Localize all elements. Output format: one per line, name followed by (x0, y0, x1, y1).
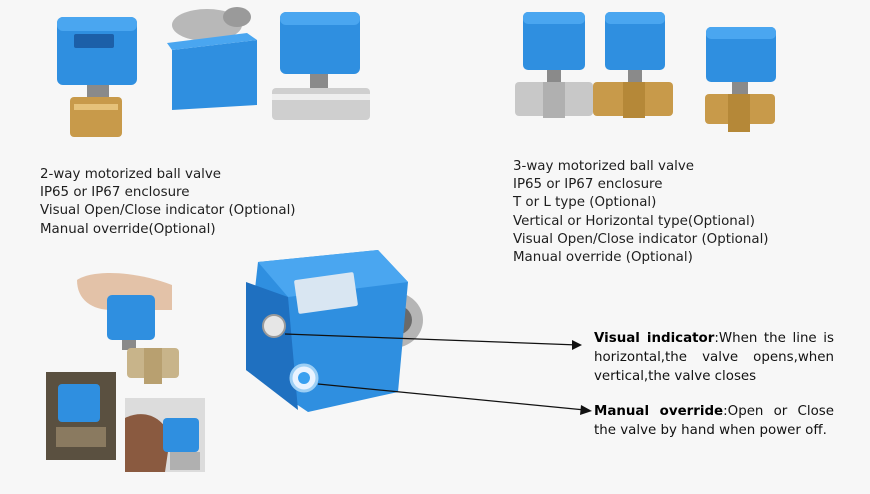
two-way-description: 2-way motorized ball valve IP65 or IP67 … (40, 166, 296, 239)
hand-valve-photo-3 (125, 398, 205, 472)
two-way-valve-photo-1 (57, 17, 137, 137)
visual-indicator-callout: Visual indicator:When the line is horizo… (594, 329, 834, 386)
arrow-head-visual (572, 340, 582, 350)
two-way-valve-photo-3 (272, 12, 370, 120)
three-way-description: 3-way motorized ball valve IP65 or IP67 … (513, 158, 769, 267)
three-way-line-2: IP65 or IP67 enclosure (513, 177, 663, 193)
three-way-line-3: T or L type (Optional) (513, 195, 657, 211)
two-way-line-3: Visual Open/Close indicator (Optional) (40, 203, 296, 219)
three-way-line-1: 3-way motorized ball valve (513, 159, 695, 174)
three-way-line-5: Visual Open/Close indicator (Optional) (513, 231, 769, 247)
manual-override-callout: Manual override:Open or Close the valve … (594, 402, 834, 440)
manual-override-title: Manual override (594, 404, 724, 419)
two-way-valve-photo-2 (167, 7, 257, 110)
arrow-head-manual (580, 405, 592, 415)
manual-override-line-1: :Open or Close (723, 404, 834, 419)
three-way-valve-photo-3 (705, 27, 776, 132)
three-way-valve-photo-1 (515, 12, 593, 118)
visual-indicator-title: Visual indicator (594, 331, 715, 346)
two-way-line-2: IP65 or IP67 enclosure (40, 185, 190, 201)
manual-override-line-2: the valve by hand when power off. (594, 423, 827, 438)
large-valve-illustration (246, 250, 423, 412)
three-way-line-4: Vertical or Horizontal type(Optional) (513, 213, 755, 229)
hand-valve-photo-2 (46, 372, 116, 460)
visual-indicator-line-1: :When the line is (714, 331, 834, 346)
three-way-valve-photo-2 (593, 12, 673, 118)
two-way-line-1: 2-way motorized ball valve (40, 167, 222, 182)
hand-valve-photo-1 (77, 273, 179, 384)
visual-indicator-line-2: horizontal,the valve opens,when (594, 350, 834, 365)
two-way-line-4: Manual override(Optional) (40, 221, 216, 237)
three-way-line-6: Manual override (Optional) (513, 250, 693, 266)
visual-indicator-line-3: vertical,the valve closes (594, 369, 757, 384)
